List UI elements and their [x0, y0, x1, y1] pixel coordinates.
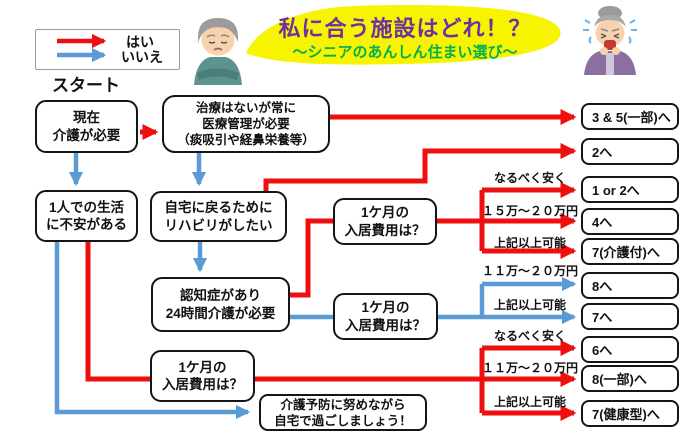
condition-11-20-1: １１万～２０万円	[482, 264, 579, 278]
result-7-kaigo: 7(介護付)へ	[581, 238, 679, 265]
edge-dementia-to-cost1	[290, 218, 333, 298]
result-8: 8へ	[581, 272, 679, 299]
node-alone-anxiety: 1人での生活 に不安がある	[35, 190, 138, 242]
node-monthly-cost-3: 1ケ月の 入居費用は？	[150, 350, 255, 402]
condition-above-3: 上記以上可能	[493, 395, 566, 409]
result-6: 6へ	[581, 336, 679, 363]
node-rehab-wish: 自宅に戻るために リハビリがしたい	[150, 191, 287, 242]
edge-alone-to-prevention	[54, 242, 251, 420]
condition-cheap-1: なるべく安く	[493, 171, 566, 185]
node-monthly-cost-1: 1ケ月の 入居費用は？	[333, 198, 437, 245]
worried-old-man-illustration	[194, 18, 242, 85]
legend-yes-label: はい	[126, 34, 154, 50]
page-title: 私に合う施設はどれ！？	[278, 16, 532, 41]
condition-11-20-2: １１万～２０万円	[482, 361, 579, 375]
yes-connectors	[85, 108, 577, 422]
edge-alone-to-cost3	[85, 242, 150, 382]
result-3-and-5: 3 & 5(一部)へ	[581, 103, 679, 130]
condition-above-1: 上記以上可能	[493, 236, 566, 250]
result-7-kenko: 7(健康型)へ	[581, 400, 679, 427]
result-2: 2へ	[581, 138, 679, 165]
edge-rehab-to-out2	[263, 142, 577, 191]
condition-cheap-2: なるべく安く	[493, 329, 566, 343]
node-monthly-cost-2: 1ケ月の 入居費用は？	[333, 293, 438, 340]
no-connectors	[54, 153, 577, 420]
page-subtitle: ～シニアのあんしん住まい選び～	[292, 44, 518, 61]
node-prevention-at-home: 介護予防に努めながら 自宅で過ごしましょう！	[259, 394, 427, 431]
legend-no-label: いいえ	[121, 49, 163, 65]
legend-box	[35, 29, 180, 70]
condition-15-20: １５万～２０万円	[482, 204, 579, 218]
condition-above-2: 上記以上可能	[493, 298, 566, 312]
result-7: 7へ	[581, 303, 679, 330]
node-dementia-care: 認知症があり 24時間介護が必要	[151, 277, 290, 332]
result-8-part: 8(一部)へ	[581, 365, 679, 392]
result-1-or-2: 1 or 2へ	[581, 176, 679, 203]
node-current-care: 現在 介護が必要	[35, 100, 138, 153]
crying-old-woman-illustration	[583, 6, 637, 75]
speech-bubble-shape	[246, 5, 561, 65]
result-4: 4へ	[581, 208, 679, 235]
node-medical-management: 治療はないが常に 医療管理が必要 （痰吸引や経鼻栄養等）	[162, 95, 330, 153]
start-label: スタート	[52, 76, 120, 95]
